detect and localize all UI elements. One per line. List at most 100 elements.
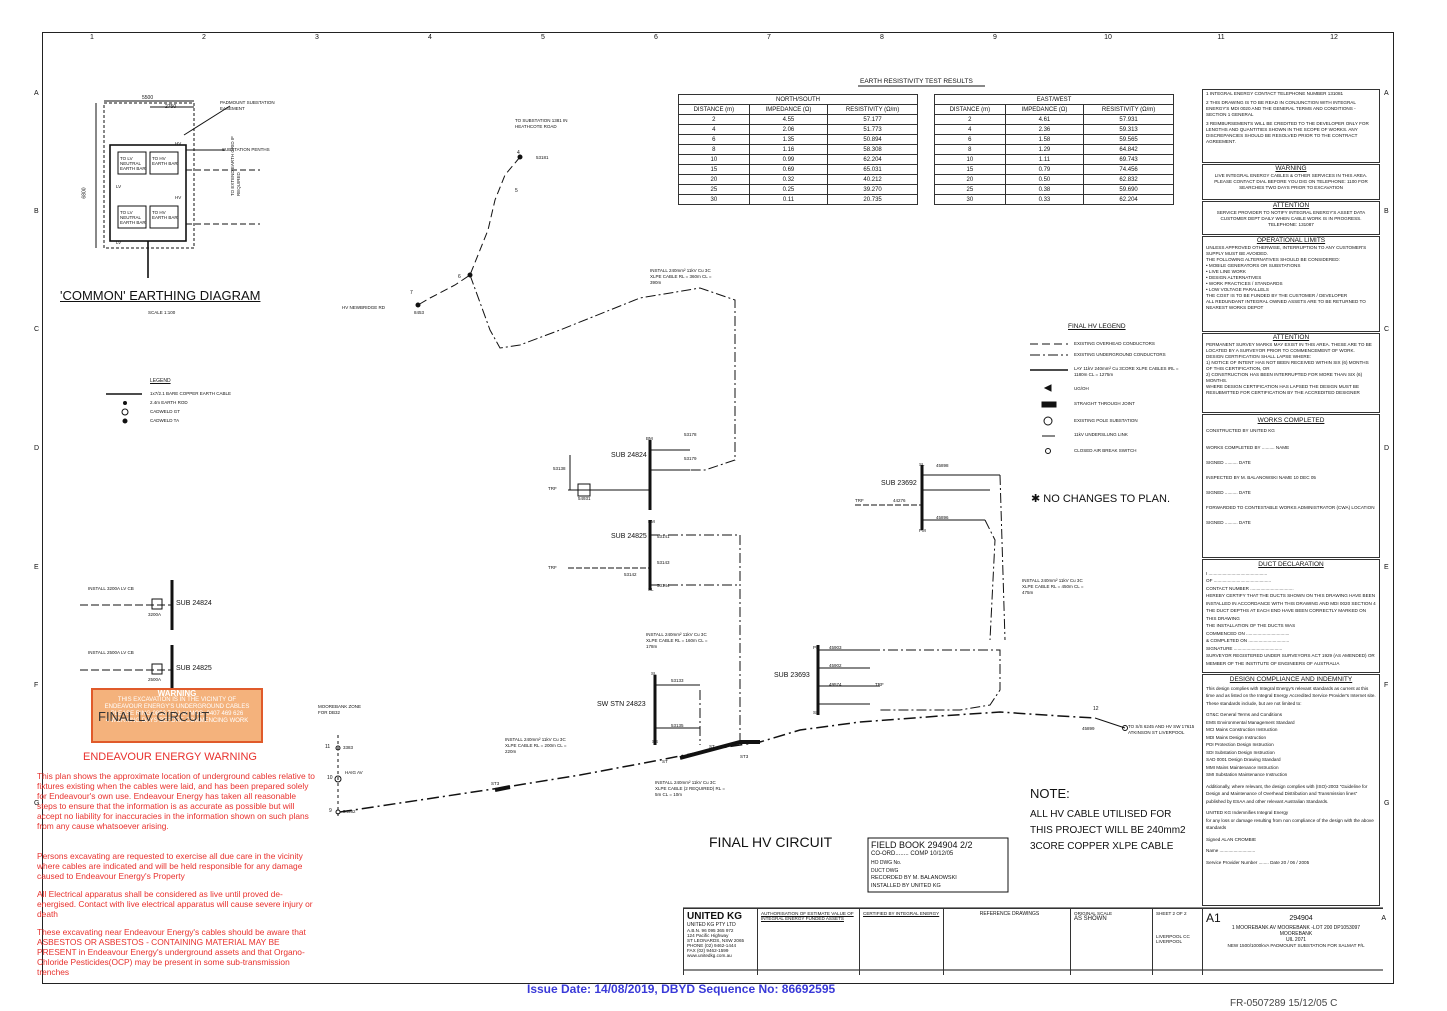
table-cell: 6 [934, 134, 1006, 145]
column-numbers: 1 2 3 4 5 6 7 8 9 10 11 12 [42, 34, 1392, 46]
sl-label: SL [919, 462, 925, 467]
col-number: 5 [541, 34, 545, 41]
sub-23693-label: SUB 23693 [774, 672, 810, 679]
lv-rating: 3200A [148, 612, 162, 617]
legend-title: LEGEND [150, 378, 171, 384]
pole-number: 10 [327, 775, 333, 781]
panel-line: UNLESS APPROVED OTHERWISE, INTERRUPTION … [1206, 245, 1367, 256]
hv-legend-item: EXISTING OVERHEAD CONDUCTORS [1074, 341, 1155, 346]
install-cable-1: INSTALL 240mm² 11kV Cu 3C XLPE CABLE RL … [650, 268, 712, 285]
table-cell: 4 [678, 124, 750, 135]
node-label: 45896 [936, 515, 949, 520]
col-header: IMPEDANCE (Ω) [748, 104, 829, 115]
company-logo: UNITED KG [687, 911, 742, 922]
haig-av-label: HAIG AV [345, 770, 363, 775]
drawing-number: 294904 [1289, 914, 1313, 922]
st3-label: ST3 [491, 781, 500, 786]
install-cable-3: INSTALL 240mm² 11kV Cu 3C XLPE CABLE RL … [1022, 578, 1084, 595]
row-letter: G [34, 800, 40, 807]
substation-penths-label: SUBSTATION PENTHS [222, 147, 270, 152]
field-book-line: FIELD BOOK 294904 2/2 [871, 840, 973, 850]
scale-cell: ORIGINAL SCALE AS SHOWN [1070, 909, 1157, 975]
revision: A [1381, 914, 1386, 922]
row-letter: F [1384, 682, 1389, 689]
table-cell: 2.06 [748, 124, 829, 135]
handwritten-footer: FR-0507289 15/12/05 C [1230, 998, 1338, 1009]
table-cell: 6 [678, 134, 750, 145]
hv-legend-item: LAY 11kV 240mm² Cu 3CORE XLPE CABLES IRL… [1074, 366, 1179, 377]
red-warning-paragraph: This plan shows the approximate location… [37, 771, 315, 831]
panel-line: WORKS COMPLETED BY .......... NAME [1206, 445, 1290, 450]
node-label: 53181 [536, 155, 549, 160]
table-cell: 20 [934, 174, 1006, 185]
reference-cell: REFERENCE DRAWINGS [943, 909, 1075, 975]
newbridge-label: HV NEWBRIDGE RD [342, 305, 386, 310]
col-number: 10 [1104, 34, 1112, 41]
table-cell: 62.204 [1083, 194, 1174, 205]
table-cell: 0.79 [1004, 164, 1085, 175]
table-cell: 4.55 [748, 114, 829, 125]
works-completed-panel: WORKS COMPLETED CONSTRUCTED BY UNITED KG… [1202, 414, 1380, 558]
resistivity-ns-table: NORTH/SOUTH DISTANCE (m) IMPEDANCE (Ω) R… [678, 94, 918, 205]
certified-cell: CERTIFIED BY INTEGRAL ENERGY [859, 909, 948, 975]
node-label: 53179 [684, 456, 697, 461]
project-suburb: MOOREBANK [1279, 931, 1313, 937]
panel-line: SDI Substation Design Instruction [1206, 749, 1275, 755]
table-cell: 0.50 [1004, 174, 1085, 185]
col-number: 2 [202, 34, 206, 41]
table-cell: 2 [934, 114, 1006, 125]
sub-23692-label: SUB 23692 [881, 480, 917, 487]
project-address: 1 MOOREBANK AV MOOREBANK -LOT 200 DP1053… [1231, 925, 1361, 931]
table-cell: 2.36 [1004, 124, 1085, 135]
node-label: 49574 [829, 682, 842, 687]
company-address-line: A.B.N. 96 095 365 972 [687, 928, 734, 933]
lv-earth-box-bottom [117, 205, 147, 229]
panel-line: • WORK PRACTICES / STANDARDS [1206, 281, 1283, 286]
pole-number: 12 [1093, 706, 1099, 712]
warning-panel: WARNING LIVE INTEGRAL ENERGY CABLES & OT… [1202, 164, 1380, 200]
general-note: 3 REIMBURSEMENTS WILL BE CREDITED TO THE… [1206, 121, 1369, 144]
panel-line: COMMENCED ON ...........................… [1206, 630, 1290, 636]
hv-label: HV [175, 141, 182, 146]
scale-label: ORIGINAL SCALE [1074, 911, 1113, 916]
duct-declaration-panel: DUCT DECLARATION I .....................… [1202, 559, 1380, 673]
trf-label: TRF [875, 682, 884, 687]
panel-line: This design complies with Integral Energ… [1206, 685, 1376, 706]
table-cell: 57.931 [1083, 114, 1174, 125]
company-address-line: www.unitedkg.com.au [687, 953, 732, 958]
row-letter: A [1384, 90, 1389, 97]
scale-value: AS SHOWN [1074, 916, 1107, 922]
table-cell: 39.270 [827, 184, 918, 195]
panel-line: • DESIGN ALTERNATIVES [1206, 275, 1262, 280]
node-label: 45903 [829, 645, 842, 650]
node-label: 53144 [657, 583, 670, 588]
table-cell: 0.11 [748, 194, 829, 205]
company-address-line: 124 Pacific Highway [687, 933, 729, 938]
node-label: 53178 [684, 432, 697, 437]
project-description: NEW 1500/1000kVA PADMOUNT SUBSTATION FOR… [1227, 943, 1365, 948]
lv-sub-24825: SUB 24825 [176, 665, 212, 672]
hv-earth-box-bottom [149, 205, 179, 229]
company-address-line: FAX (02) 9462-1599 [687, 948, 729, 953]
panel-line: INSPECTED BY M. BALANOWSKI NAME 10 DEC 0… [1206, 475, 1316, 480]
panel-heading: OPERATIONAL LIMITS [1256, 237, 1326, 244]
field-book-line: HO DWG No. [871, 860, 902, 866]
row-letter: F [34, 682, 39, 689]
panel-line: FORWARDED TO CONTESTABLE WORKS ADMINISTR… [1206, 505, 1375, 510]
ns-heading: NORTH/SOUTH [678, 94, 918, 105]
col-number: 12 [1330, 34, 1338, 41]
sheet-cell: SHEET 2 OF 2 LIVERPOOL CC LIVERPOOL [1152, 909, 1207, 975]
warning-box-line: 4 WORKING DAYS BEFORE COMMENCING WORK [105, 718, 249, 724]
panel-line: OF .....................................… [1206, 578, 1272, 583]
field-book-line: DUCT DWG [871, 868, 899, 874]
col-header: IMPEDANCE (Ω) [1004, 104, 1085, 115]
table-cell: 64.842 [1083, 144, 1174, 155]
node-label: 53141 [657, 534, 670, 539]
authorisation-cell: AUTHORISATION OF ESTIMATE VALUE OF INTEG… [757, 909, 864, 975]
panel-line: MMI Mains Maintenance Instruction [1206, 764, 1279, 770]
